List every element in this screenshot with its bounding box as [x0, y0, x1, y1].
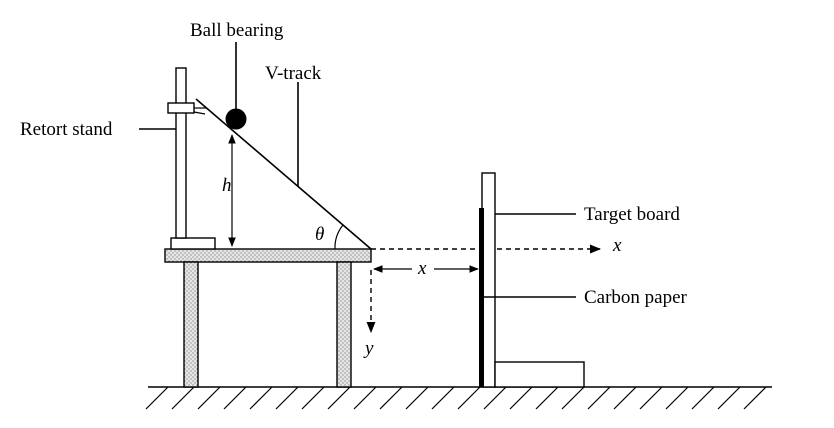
ground-hatch-line	[587, 386, 611, 410]
ground-hatch-line	[249, 386, 273, 410]
retort-stand-clamp	[167, 102, 195, 114]
table-leg-left	[183, 261, 199, 388]
ball-bearing-label: Ball bearing	[190, 20, 284, 41]
angle-label: θ	[315, 224, 324, 245]
ground-hatch-line	[613, 386, 637, 410]
ground-hatch-line	[353, 386, 377, 410]
ground-hatch-line	[639, 386, 663, 410]
retort-stand	[167, 67, 216, 250]
table-top	[164, 248, 372, 263]
ball-bearing	[225, 108, 247, 130]
ground-hatch-line	[535, 386, 559, 410]
ground-hatch-line	[691, 386, 715, 410]
target-board	[479, 172, 585, 388]
ground-hatch-line	[197, 386, 221, 410]
retort-stand-rod	[175, 67, 187, 239]
target-board-label: Target board	[584, 204, 680, 225]
ground-hatch-line	[483, 386, 507, 410]
ground-hatch-line	[223, 386, 247, 410]
ground-hatch-line	[327, 386, 351, 410]
ground-hatch-line	[561, 386, 585, 410]
ground-hatch-line	[717, 386, 741, 410]
y-axis-label: y	[363, 338, 374, 359]
v-track	[195, 98, 372, 250]
ground-hatch-line	[665, 386, 689, 410]
ground-hatch-line	[275, 386, 299, 410]
angle-arc	[334, 224, 344, 250]
ground-hatch-line	[743, 386, 767, 410]
table	[164, 248, 372, 388]
ground-hatch-line	[379, 386, 403, 410]
ground	[145, 386, 772, 410]
ground-hatch-line	[145, 386, 169, 410]
distance-label: x	[417, 258, 427, 279]
ground-hatch-line	[171, 386, 195, 410]
ground-hatch-line	[405, 386, 429, 410]
v-track-label: V-track	[265, 63, 322, 84]
ground-hatch-line	[509, 386, 533, 410]
ground-hatch-line	[431, 386, 455, 410]
ground-hatch-line	[457, 386, 481, 410]
target-board-base	[494, 361, 585, 388]
x-axis-label: x	[612, 235, 622, 256]
carbon-paper	[479, 208, 484, 387]
height-label: h	[222, 175, 232, 196]
ground-hatch-line	[301, 386, 325, 410]
retort-stand-label: Retort stand	[20, 119, 113, 140]
carbon-paper-label: Carbon paper	[584, 287, 688, 308]
retort-stand-base	[170, 237, 216, 250]
table-leg-right	[336, 261, 352, 388]
